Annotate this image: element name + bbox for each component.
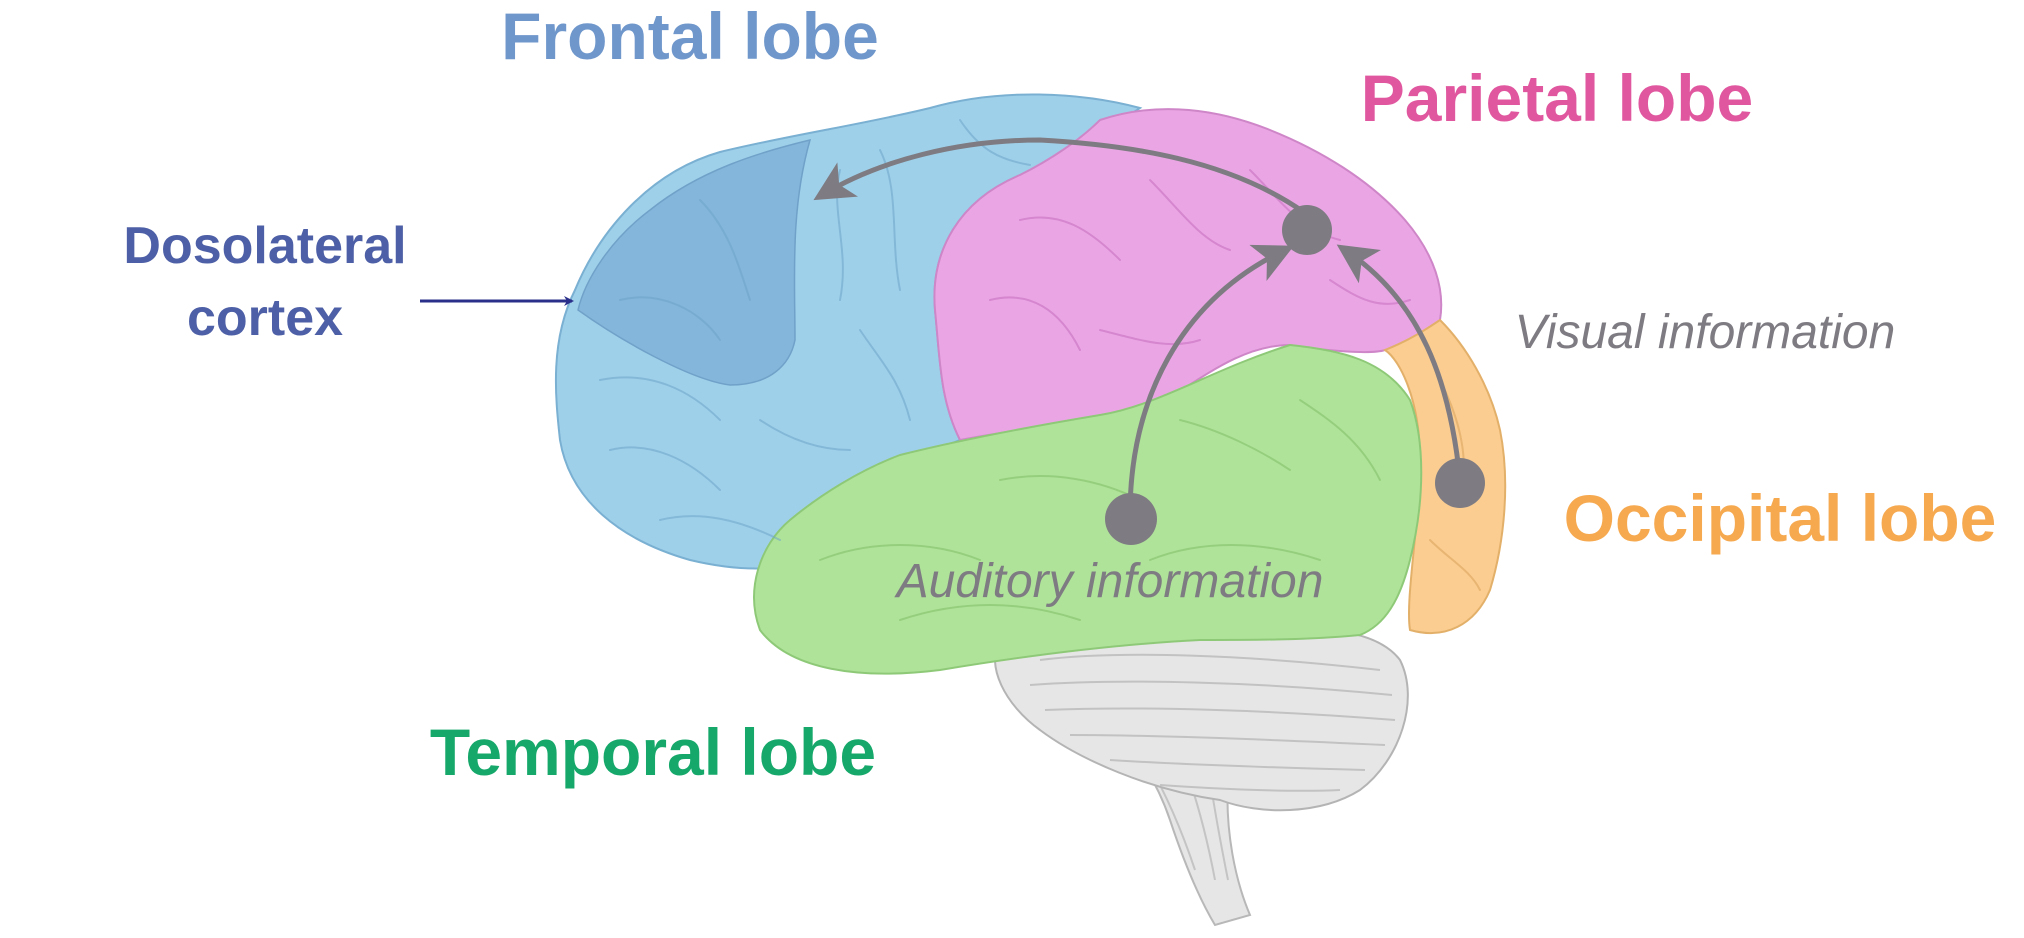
auditory-information-label: Auditory information <box>894 555 1324 608</box>
parietal-node <box>1282 205 1332 255</box>
auditory-node <box>1105 493 1157 545</box>
parietal-lobe-label: Parietal lobe <box>1361 61 1754 135</box>
pathway-visual <box>1336 244 1463 481</box>
temporal-lobe-label: Temporal lobe <box>430 715 876 789</box>
visual-information-label: Visual information <box>1515 306 1896 359</box>
occipital-lobe-label: Occipital lobe <box>1564 481 1997 555</box>
visual-node <box>1435 458 1485 508</box>
dlpfc-label-line2: cortex <box>187 289 343 347</box>
temporal-lobe-region <box>753 343 1423 675</box>
dlpfc-label-line1: Dosolateral <box>123 217 406 275</box>
parietal-lobe-region <box>933 108 1443 442</box>
cerebellum-folds <box>1029 653 1396 792</box>
pathways <box>813 137 1485 545</box>
frontal-lobe-label: Frontal lobe <box>501 0 879 73</box>
dlpfc-region <box>577 138 812 386</box>
pathway-auditory <box>1127 244 1295 516</box>
pathway-parietal-to-frontal <box>813 137 1307 216</box>
